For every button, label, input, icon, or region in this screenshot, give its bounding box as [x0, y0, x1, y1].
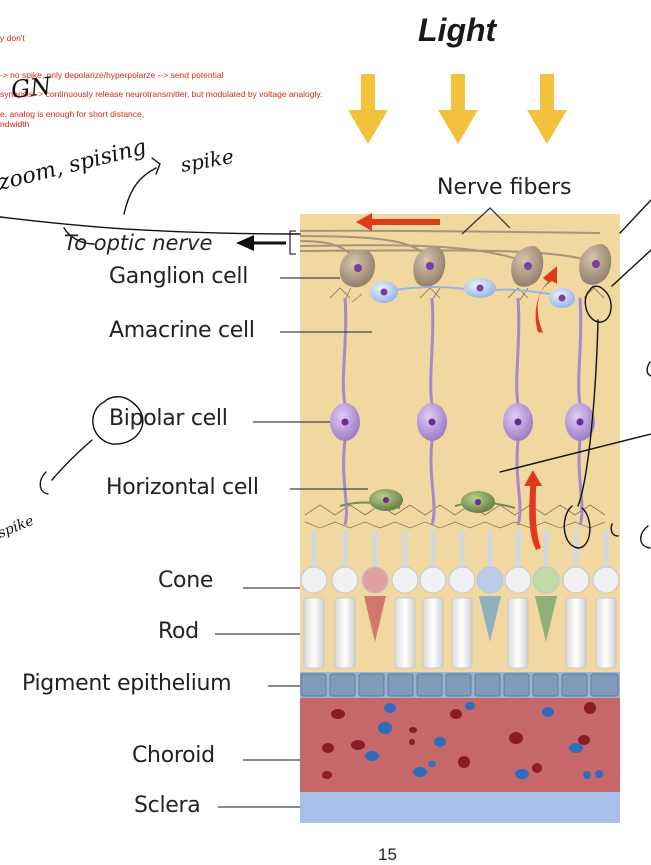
annotation-horizontal-circle [563, 505, 591, 549]
amacrine-cell [464, 278, 496, 298]
note-line-5: ndwidth [0, 119, 30, 129]
bipolar-cell [565, 403, 595, 441]
leader-lines [215, 277, 372, 808]
amacrine-cell [549, 288, 575, 308]
note-line-1: y don't [0, 33, 25, 43]
label-ganglion-cell: Ganglion cell [109, 264, 249, 289]
page-number: 15 [378, 845, 397, 864]
ganglion-cell [511, 246, 544, 287]
light-arrow-1 [348, 74, 388, 144]
signal-arrow-bipolar [524, 470, 542, 550]
photoreceptors [300, 530, 620, 669]
light-arrows [348, 74, 567, 144]
label-horizontal-cell: Horizontal cell [106, 475, 259, 500]
photoreceptor-bodies [300, 566, 620, 594]
label-cone: Cone [158, 568, 214, 593]
signal-arrow-fibers [356, 213, 440, 231]
annotation-optic-underline [63, 227, 95, 245]
rod-outer-segments [303, 597, 617, 669]
ganglion-cell [579, 244, 612, 285]
horizontal-cell [369, 489, 403, 511]
handwriting-spike-3: spike [0, 513, 36, 542]
annotation-bipolar-circle [92, 396, 144, 445]
note-line-3: synapsis -> continuously release neurotr… [0, 89, 323, 99]
choroid-blood-cells [322, 702, 603, 779]
label-rod: Rod [158, 619, 199, 644]
handwriting-spike-1: zoom, spising [0, 135, 149, 196]
bipolar-cell [503, 403, 533, 441]
horizontal-cells [339, 489, 516, 513]
note-line-4: e, analog is enough for short distance, [0, 109, 145, 119]
note-line-2: -> no spike, only depolarize/hyperpolarz… [0, 70, 224, 80]
cone-blue [479, 596, 501, 642]
amacrine-cells [370, 278, 575, 308]
annotation-nerve-line [0, 216, 301, 235]
pigment-cells [300, 673, 619, 697]
dendrites [304, 287, 606, 529]
light-arrow-3 [527, 74, 567, 144]
label-choroid: Choroid [132, 743, 215, 768]
horizontal-cell [461, 491, 495, 513]
handwritten-annotations [0, 157, 651, 549]
label-pigment-epithelium: Pigment epithelium [22, 671, 232, 696]
handwriting-gn: GN [10, 72, 54, 104]
ganglion-cell [339, 249, 375, 288]
amacrine-cell [370, 281, 398, 303]
annotation-c-mark [39, 471, 49, 495]
bipolar-cell [330, 403, 360, 441]
label-sclera: Sclera [134, 793, 201, 818]
signal-arrows [356, 213, 557, 550]
nerve-fibers-label: Nerve fibers [437, 175, 571, 200]
annotation-ganglion-arrow [123, 157, 161, 215]
ganglion-cell [413, 246, 446, 287]
annotation-right-lines [499, 199, 651, 507]
handwritten-text: GN zoom, spising spike spike [0, 72, 235, 542]
bipolar-cell [417, 403, 447, 441]
cone-green [535, 596, 557, 642]
label-amacrine-cell: Amacrine cell [109, 318, 255, 343]
handwriting-spike-2: spike [179, 144, 236, 177]
to-optic-nerve-label: To optic nerve [64, 231, 212, 255]
annotation-right-marks [610, 361, 651, 549]
photoreceptor-stalks [311, 530, 609, 568]
optic-nerve-arrowhead [236, 235, 254, 251]
annotation-ganglion-circle [584, 285, 612, 323]
annotation-bipolar-tail [51, 439, 93, 481]
cone-red [364, 596, 386, 642]
bipolar-cells [330, 403, 595, 441]
signal-arrow-ganglion [535, 266, 557, 333]
light-title: Light [418, 12, 497, 48]
sclera-layer [300, 792, 620, 823]
nerve-fiber-callout [461, 207, 511, 235]
ganglion-cells [339, 244, 612, 288]
label-bipolar-cell: Bipolar cell [109, 406, 228, 431]
cone-outer-segments [364, 596, 557, 642]
optic-nerve-bracket [289, 230, 296, 255]
light-arrow-2 [438, 74, 478, 144]
